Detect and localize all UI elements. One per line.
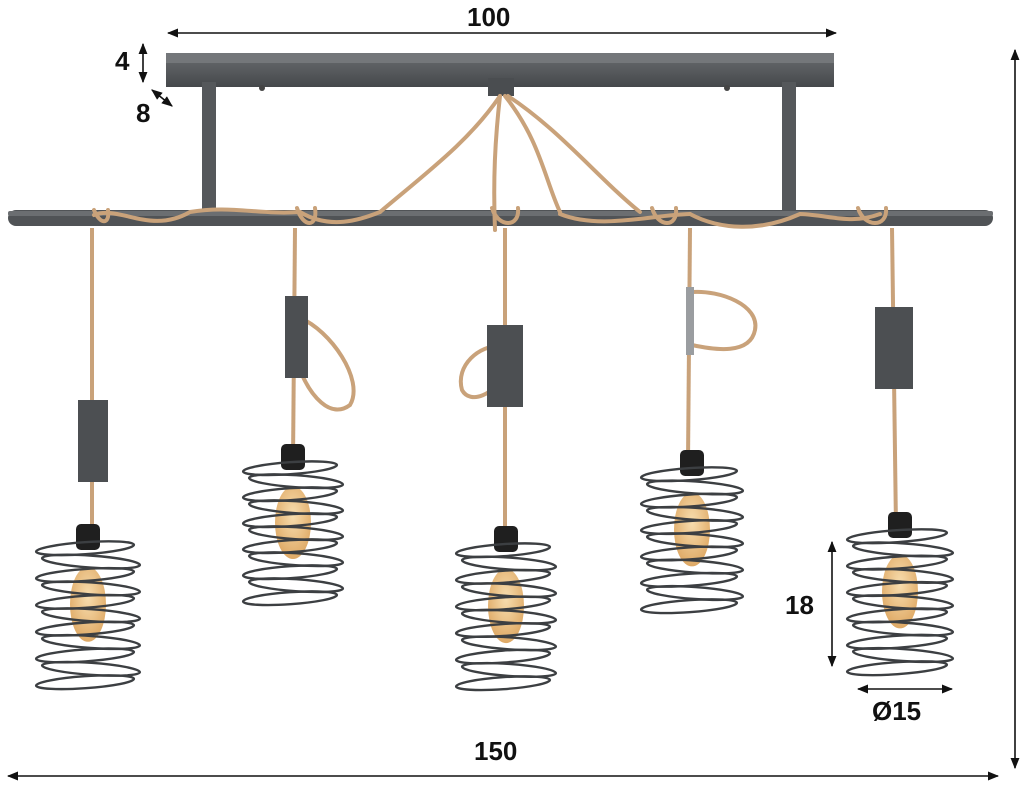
canopy-depth-dimension-line — [151, 89, 173, 107]
bulb — [70, 566, 106, 642]
bulb — [275, 486, 311, 559]
dimension-lines — [6, 28, 1020, 781]
spiral-shades — [34, 444, 955, 692]
lamp-socket — [680, 450, 704, 476]
rope-cords — [92, 94, 889, 232]
lamp-socket — [888, 512, 912, 538]
spiral-shade — [454, 526, 558, 692]
canopy-depth-label: 8 — [136, 98, 151, 128]
canopy-height-label: 4 — [115, 46, 130, 76]
bulb — [488, 568, 524, 644]
ceiling-canopy — [166, 53, 834, 96]
spiral-shade — [845, 512, 955, 677]
spiral-shade — [241, 444, 345, 607]
spiral-shade — [639, 450, 745, 615]
lamp-socket — [76, 524, 100, 550]
spiral-shade — [34, 524, 142, 691]
bulb — [882, 554, 918, 629]
total-width-label: 150 — [474, 736, 518, 766]
cord-plates — [78, 287, 913, 482]
support-posts — [202, 82, 796, 212]
canopy-width-label: 100 — [467, 2, 511, 32]
shade-height-label: 18 — [785, 590, 814, 620]
lamp-socket — [281, 444, 305, 470]
bulb — [674, 492, 710, 567]
shade-diameter-label: Ø15 — [872, 696, 922, 726]
lamp-socket — [494, 526, 518, 552]
